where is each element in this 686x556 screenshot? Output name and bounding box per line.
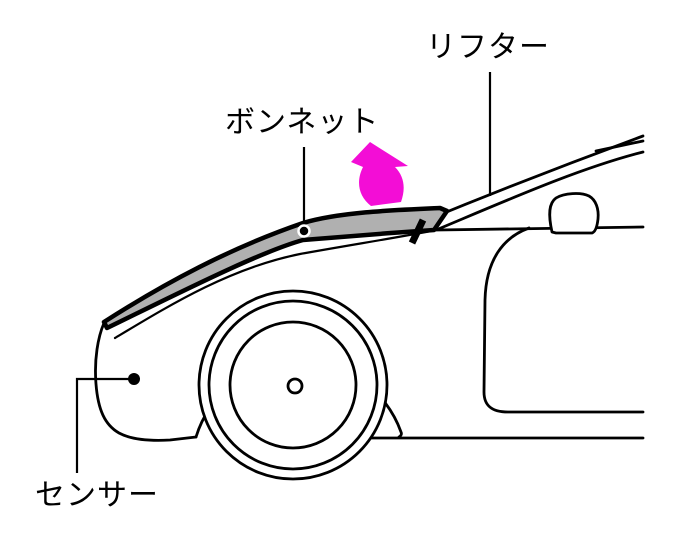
- front-bumper-line: [94, 321, 198, 442]
- lift-direction-arrow: [351, 142, 408, 206]
- sensor-leader: [75, 373, 140, 473]
- door-edge-line: [482, 226, 645, 414]
- bonnet-leader-dot: [297, 224, 311, 238]
- sensor-leader-dot: [128, 373, 140, 385]
- lifter-label: リフター: [426, 31, 550, 64]
- side-mirror: [548, 192, 600, 235]
- bonnet-label: ボンネット: [225, 106, 380, 139]
- a-pillar-inner-line: [434, 150, 645, 232]
- lifter-strut: [408, 218, 427, 245]
- beltline: [435, 225, 645, 232]
- bonnet-leader: [297, 147, 311, 238]
- sensor-label: センサー: [35, 479, 159, 512]
- sensor-leader-line: [75, 377, 134, 473]
- bonnet-shape: [101, 205, 450, 331]
- roof-line: [594, 139, 645, 153]
- car-outline: [94, 134, 645, 481]
- front-wheel: [197, 289, 389, 481]
- tire-inner-circle: [207, 299, 379, 471]
- fender-top-line: [113, 229, 433, 340]
- hub-circle: [286, 377, 304, 395]
- rim-circle: [228, 320, 358, 450]
